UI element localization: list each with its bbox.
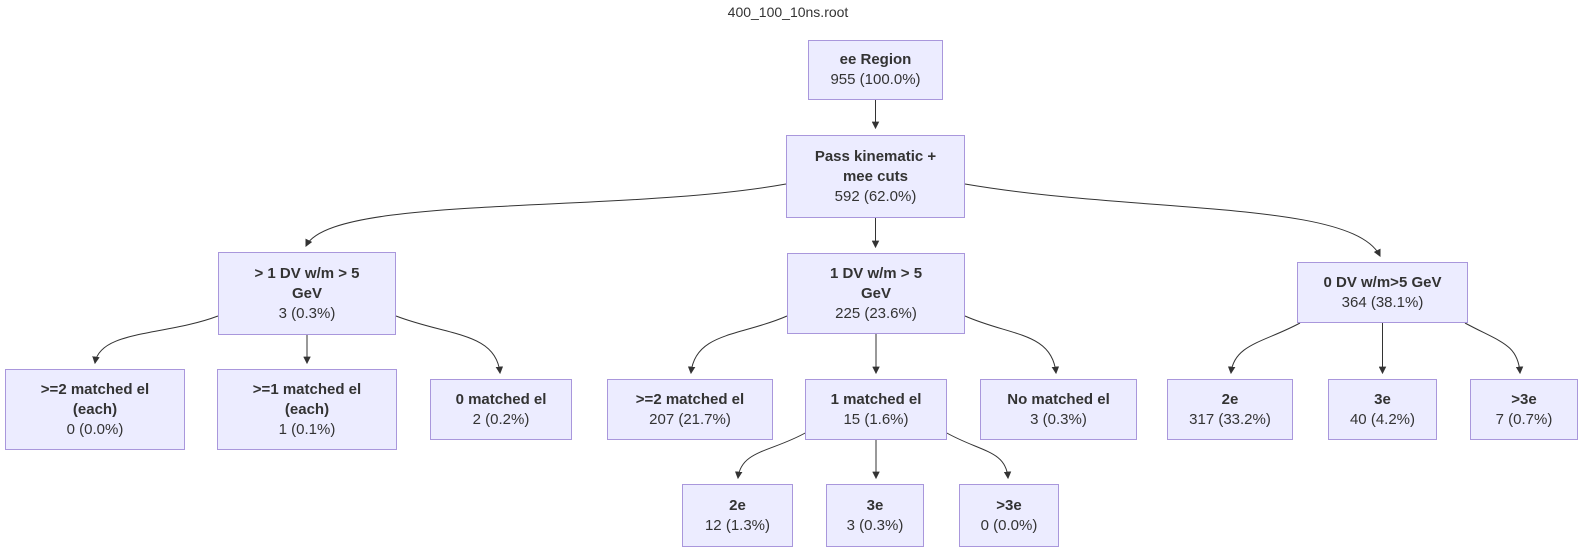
- node-count: 592 (62.0%): [834, 187, 917, 205]
- node-gt1-dv: > 1 DV w/m > 5 GeV 3 (0.3%): [218, 252, 396, 335]
- node-count: 0 (0.0%): [66, 420, 124, 438]
- node-label: 2e: [729, 496, 746, 514]
- edge-m1-s2e: [734, 431, 808, 480]
- node-1-matched-el: 1 matched el 15 (1.6%): [805, 379, 947, 440]
- node-count: 7 (0.7%): [1495, 410, 1553, 428]
- node-ge1-matched-el-each: >=1 matched el (each) 1 (0.1%): [217, 369, 397, 450]
- node-pass-kinematic-mee-cuts: Pass kinematic + mee cuts 592 (62.0%): [786, 135, 965, 218]
- node-label: 3e: [866, 496, 884, 514]
- node-label: >=1 matched el: [252, 380, 362, 398]
- node-count: 955 (100.0%): [830, 71, 921, 88]
- node-3e: 3e 40 (4.2%): [1328, 379, 1437, 440]
- node-ee-region: ee Region 955 (100.0%): [808, 40, 943, 100]
- node-1matched-gt3e: >3e 0 (0.0%): [959, 484, 1059, 547]
- node-count: 3 (0.3%): [846, 516, 904, 534]
- node-count: 40 (4.2%): [1349, 410, 1416, 428]
- edge-dv0-rgt3e: [1464, 322, 1524, 375]
- node-count: 0 (0.0%): [980, 516, 1038, 534]
- node-label: 2e: [1221, 390, 1239, 408]
- node-ge2-matched-el: >=2 matched el 207 (21.7%): [607, 379, 773, 440]
- node-label: 0 matched el: [455, 390, 547, 408]
- edge-gt1dv-m2each: [92, 315, 219, 365]
- edge-dv1-m2: [687, 315, 788, 375]
- node-label: Pass kinematic +: [814, 147, 937, 165]
- node-label: (each): [72, 400, 118, 418]
- edge-gt1dv-m0: [395, 315, 504, 375]
- node-1matched-2e: 2e 12 (1.3%): [682, 484, 793, 547]
- node-count: 3 (0.3%): [1030, 410, 1087, 428]
- edge-dv1-mno: [964, 315, 1060, 375]
- edge-kin-gt1dv: [305, 183, 787, 248]
- node-1-dv: 1 DV w/m > 5 GeV 225 (23.6%): [787, 253, 965, 334]
- node-0-matched-el: 0 matched el 2 (0.2%): [430, 379, 572, 440]
- node-label: GeV: [291, 284, 322, 302]
- node-label: >=2 matched el: [40, 380, 150, 398]
- node-no-matched-el: No matched el 3 (0.3%): [980, 379, 1137, 440]
- node-count: 317 (33.2%): [1189, 410, 1271, 428]
- node-label: mee cuts: [842, 167, 909, 185]
- node-label: (each): [284, 400, 330, 418]
- node-ge2-matched-el-each: >=2 matched el (each) 0 (0.0%): [5, 369, 185, 450]
- node-count: 364 (38.1%): [1341, 293, 1424, 311]
- node-count: 225 (23.6%): [835, 304, 917, 322]
- node-label: >3e: [1511, 390, 1537, 408]
- edge-dv0-r2e: [1227, 322, 1301, 375]
- node-label: 1 matched el: [830, 390, 922, 408]
- node-count: 12 (1.3%): [704, 516, 771, 534]
- node-label: 1 DV w/m > 5: [829, 264, 923, 282]
- node-label: >3e: [996, 496, 1022, 514]
- node-label: GeV: [860, 284, 891, 302]
- node-2e: 2e 317 (33.2%): [1167, 379, 1293, 440]
- node-0-dv: 0 DV w/m>5 GeV 364 (38.1%): [1297, 262, 1468, 323]
- node-label: >=2 matched el: [635, 390, 745, 408]
- node-1matched-3e: 3e 3 (0.3%): [826, 484, 924, 547]
- node-count: 1 (0.1%): [278, 420, 336, 438]
- node-count: 15 (1.6%): [843, 410, 909, 428]
- node-count: 2 (0.2%): [472, 410, 530, 428]
- node-label: 3e: [1374, 390, 1391, 408]
- edge-m1-sgt3e: [944, 431, 1012, 480]
- node-label: ee Region: [839, 51, 912, 68]
- node-count: 207 (21.7%): [649, 410, 731, 428]
- edge-kin-dv0: [964, 183, 1381, 258]
- node-label: 0 DV w/m>5 GeV: [1323, 273, 1442, 291]
- node-count: 3 (0.3%): [278, 304, 336, 322]
- node-gt3e: >3e 7 (0.7%): [1470, 379, 1578, 440]
- node-label: No matched el: [1007, 390, 1110, 408]
- node-label: > 1 DV w/m > 5: [254, 264, 360, 282]
- diagram-title: 400_100_10ns.root: [727, 4, 849, 20]
